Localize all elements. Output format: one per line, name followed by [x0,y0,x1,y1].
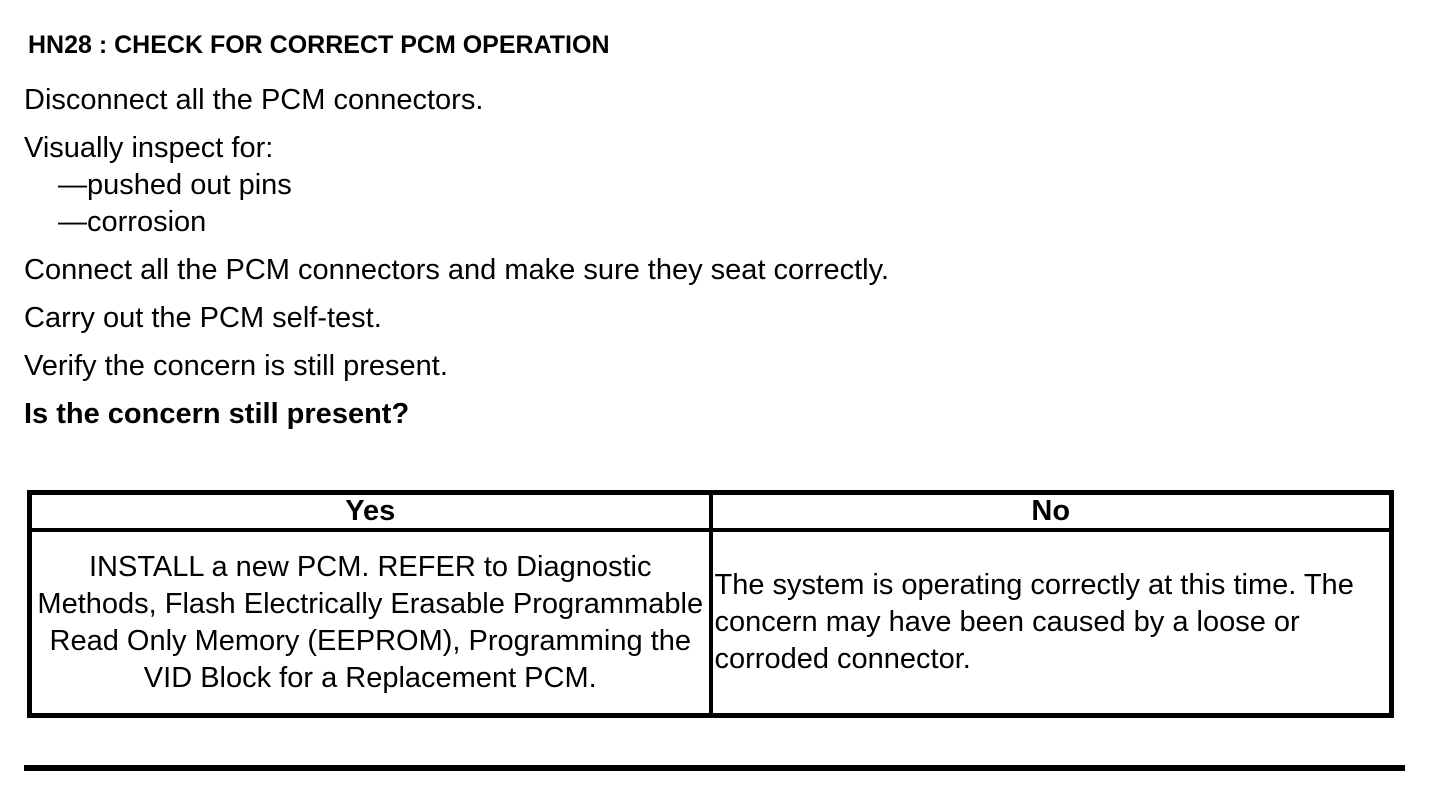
no-column-header: No [708,490,1394,532]
instruction-self-test: Carry out the PCM self-test. [24,302,382,334]
inspection-list: Visually inspect for: —pushed out pins —… [24,130,1416,241]
inspect-item-pushed-out-pins: —pushed out pins [58,169,292,201]
instruction-inspect-intro: Visually inspect for: [24,132,274,164]
diagnostic-procedure-page: HN28 : CHECK FOR CORRECT PCM OPERATION D… [24,31,1416,771]
inspect-item-corrosion: —corrosion [58,206,207,238]
instruction-connect: Connect all the PCM connectors and make … [24,254,890,286]
instruction-disconnect: Disconnect all the PCM connectors. [24,84,484,116]
yes-action-cell: INSTALL a new PCM. REFER to Diagnostic M… [27,528,713,718]
decision-question: Is the concern still present? [24,398,410,430]
instruction-verify: Verify the concern is still present. [24,350,448,382]
no-action-cell: The system is operating correctly at thi… [708,528,1394,718]
yes-column-header: Yes [27,490,713,532]
decision-table-header-row: Yes No [27,490,1394,532]
yes-no-decision-table: Yes No INSTALL a new PCM. REFER to Diagn… [27,490,1394,718]
decision-table-action-row: INSTALL a new PCM. REFER to Diagnostic M… [27,528,1394,718]
page-divider-rule [24,765,1405,771]
pinpoint-test-step-title: HN28 : CHECK FOR CORRECT PCM OPERATION [28,31,610,59]
